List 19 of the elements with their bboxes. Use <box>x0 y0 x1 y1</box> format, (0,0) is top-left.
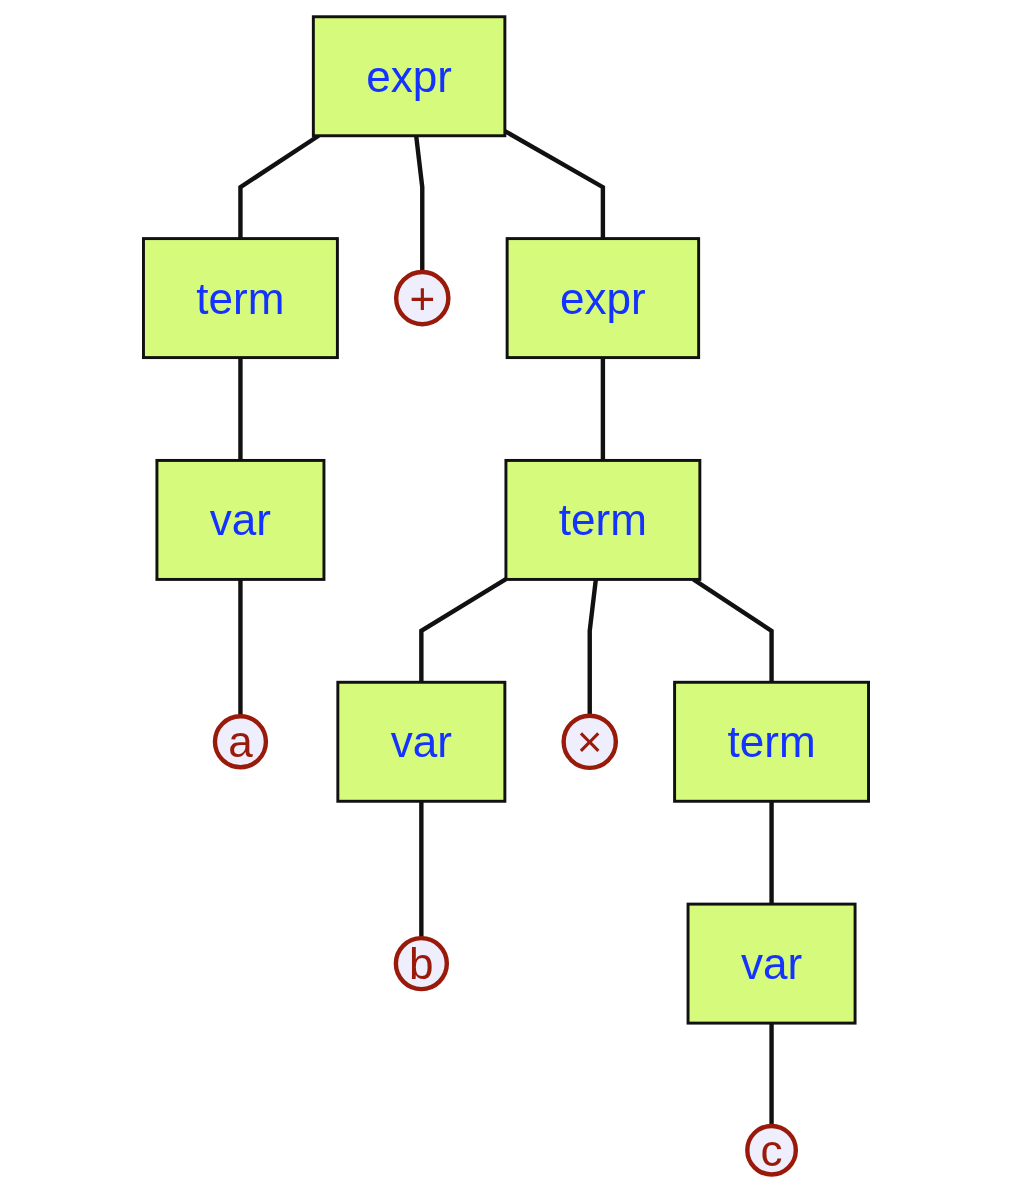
node-box: var <box>155 458 326 581</box>
connector <box>419 576 508 682</box>
node-circle: + <box>393 269 451 326</box>
node-box: expr <box>311 14 507 137</box>
node-circle: a <box>212 713 269 769</box>
node-box: term <box>142 236 339 359</box>
connector <box>600 357 606 460</box>
connector <box>238 357 243 460</box>
node-circle: c <box>745 1123 798 1177</box>
connector <box>503 128 606 239</box>
node-box: var <box>686 902 857 1025</box>
connector <box>769 800 774 904</box>
node-box: expr <box>505 236 701 359</box>
node-circle: × <box>561 712 619 770</box>
node-circle: b <box>393 935 450 991</box>
node-box: var <box>336 680 507 803</box>
node-box: term <box>673 680 870 803</box>
node-box: term <box>504 458 702 581</box>
connector <box>238 578 243 716</box>
